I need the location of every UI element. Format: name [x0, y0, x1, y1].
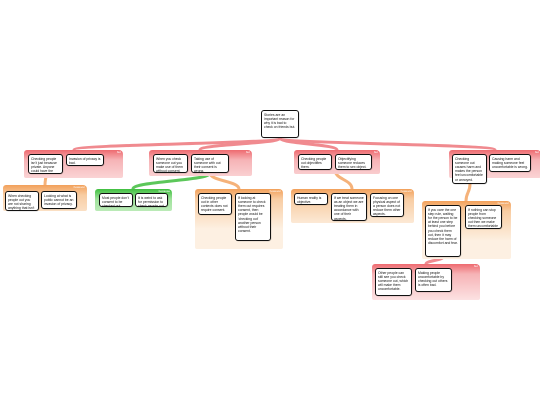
premise-text: If we treat someone as an object we are …	[334, 195, 364, 221]
premise-text: Looking at what is public cannot be an i…	[44, 193, 74, 206]
premise-text: When checking people out you are not sha…	[8, 193, 35, 211]
premise-box[interactable]: Checking someone out causes harm and mak…	[452, 154, 487, 184]
premise-text: If looking at someone to check them out …	[238, 195, 266, 234]
band-tag: but	[245, 150, 250, 154]
band-tag: but	[116, 150, 121, 154]
premise-text: Most people don't consent to be checked …	[102, 195, 129, 207]
premise-box[interactable]: If nothing can stop people from checking…	[465, 205, 502, 229]
premise-box[interactable]: Taking use of someone with out their con…	[191, 154, 229, 173]
premise-box[interactable]: When you check someone out you make use …	[153, 154, 188, 173]
premise-box[interactable]: Causing harm and making someone feel unc…	[489, 154, 531, 172]
premise-box[interactable]: Looking at what is public cannot be an i…	[41, 191, 77, 209]
premise-text: Other people can still see you check som…	[378, 270, 409, 292]
band-tag: however	[269, 189, 281, 193]
premise-box[interactable]: Objectifying someone reduces them to sex…	[335, 154, 372, 170]
premise-text: If nothing can stop people from checking…	[468, 207, 498, 229]
connector-line	[464, 182, 472, 203]
premise-box[interactable]: Checking people out objectifies them.	[298, 154, 332, 170]
premise-box[interactable]: Human reality is objective.	[294, 193, 328, 205]
band-tag: because	[158, 189, 170, 193]
premise-text: Taking use of someone with out their con…	[194, 156, 221, 173]
premise-box[interactable]: When checking people out you are not sha…	[5, 191, 39, 211]
connector-line	[278, 136, 497, 152]
premise-text: Checking someone out causes harm and mak…	[455, 156, 483, 182]
premise-text: If you care the one step rule, waiting f…	[428, 207, 458, 246]
band-tag: however	[497, 201, 509, 205]
main-contention-text: Stories are an important reason for why …	[264, 112, 296, 130]
premise-box[interactable]: Checking people out in other contexts do…	[198, 193, 232, 215]
premise-text: Focusing on one physical aspect of a per…	[373, 195, 401, 217]
premise-box[interactable]: If looking at someone to check them out …	[235, 193, 271, 241]
premise-text: Objectifying someone reduces them to sex…	[338, 156, 367, 169]
premise-box[interactable]: Other people can still see you check som…	[375, 268, 412, 296]
premise-box[interactable]: It is weird to ask for permission to che…	[135, 193, 168, 207]
premise-text: Checking people out in other contexts do…	[201, 195, 228, 213]
band-tag: but	[473, 264, 478, 268]
band-tag: however	[400, 189, 412, 193]
premise-box[interactable]: If you care the one step rule, waiting f…	[425, 205, 461, 257]
connector-line	[198, 136, 282, 152]
premise-text: Checking people out objectifies them.	[301, 156, 327, 169]
premise-text: When you check someone out you make use …	[156, 156, 183, 173]
band-tag: however	[73, 185, 85, 189]
band-tag: but	[373, 150, 378, 154]
premise-box[interactable]: Invasion of privacy is bad.	[66, 154, 104, 166]
premise-text: Making people uncomfortable by checking …	[418, 270, 448, 288]
premise-text: Causing harm and making someone feel unc…	[492, 156, 528, 169]
premise-box[interactable]: Focusing on one physical aspect of a per…	[370, 193, 404, 217]
main-contention-box[interactable]: Stories are an important reason for why …	[261, 110, 299, 138]
premise-box[interactable]: Most people don't consent to be checked …	[99, 193, 133, 207]
band-tag: but	[534, 150, 539, 154]
premise-box[interactable]: Checking people isn't just because priva…	[28, 154, 63, 174]
premise-text: Invasion of privacy is bad.	[69, 156, 101, 165]
premise-text: It is weird to ask for permission to che…	[138, 195, 165, 207]
premise-text: Checking people isn't just because priva…	[31, 156, 57, 174]
premise-box[interactable]: Making people uncomfortable by checking …	[415, 268, 452, 292]
premise-box[interactable]: If we treat someone as an object we are …	[331, 193, 367, 221]
premise-text: Human reality is objective.	[297, 195, 322, 204]
